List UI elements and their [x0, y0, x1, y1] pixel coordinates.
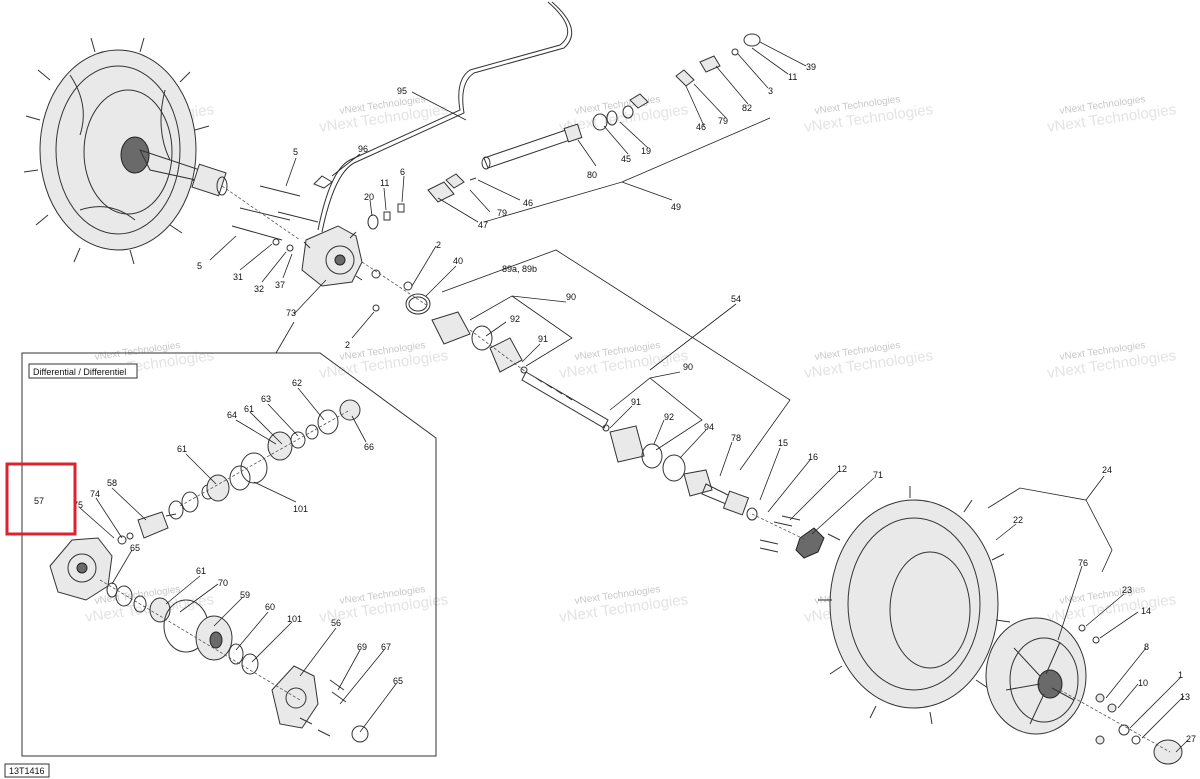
callout-label: 2: [345, 340, 350, 350]
ring-seal: [405, 293, 431, 315]
callout-label: 32: [254, 284, 264, 294]
callout-label: 45: [621, 154, 631, 164]
callout-label: 65: [393, 676, 403, 686]
callout-label: 12: [837, 464, 847, 474]
wheel-bottom-right: [818, 486, 1011, 725]
callout-label: 65: [130, 543, 140, 553]
callout-label: 71: [873, 470, 883, 480]
rim-bottom-right: [985, 617, 1087, 735]
callout-label: 69: [357, 642, 367, 652]
small-parts-housing: [367, 203, 413, 312]
callout-label: 54: [731, 294, 741, 304]
callout-label: 92: [664, 412, 674, 422]
callout-label: 79: [718, 116, 728, 126]
half-shaft-mid: [521, 371, 758, 521]
callout-label: 82: [742, 103, 752, 113]
callout-label: 10: [1138, 678, 1148, 688]
callout-label: 15: [778, 438, 788, 448]
callout-label: 5: [197, 261, 202, 271]
propeller-shaft: [427, 33, 761, 203]
callout-label: 11: [788, 72, 797, 82]
callout-label: 96: [358, 144, 368, 154]
callout-label: 23: [1122, 585, 1132, 595]
callout-label: 70: [218, 578, 228, 588]
callout-label: 76: [1078, 558, 1088, 568]
callout-label: 8: [1144, 642, 1149, 652]
callout-label: 64: [227, 410, 237, 420]
callout-label: 74: [90, 489, 100, 499]
callout-label: 13: [1180, 692, 1190, 702]
breather-hose: [317, 1, 573, 233]
callout-label: 78: [731, 433, 741, 443]
callouts-main: 95 96 5 11 6 20 31 32 37 5 2 40 73 2 79 …: [197, 62, 1196, 744]
callout-label: 40: [453, 256, 463, 266]
callout-label: 62: [292, 378, 302, 388]
callout-label: 6: [400, 167, 405, 177]
callout-label: 3: [768, 86, 773, 96]
callout-label: 73: [286, 308, 296, 318]
callout-label: 66: [364, 442, 374, 452]
leader-lines: [209, 41, 1189, 753]
callout-label: 24: [1102, 465, 1112, 475]
wheel-hardware: [1078, 624, 1183, 765]
callout-label: 80: [587, 170, 597, 180]
callout-label: 27: [1186, 734, 1196, 744]
callout-label: 67: [381, 642, 391, 652]
callout-label: 63: [261, 394, 271, 404]
clamp: [313, 175, 333, 189]
callout-label: 16: [808, 452, 818, 462]
callout-label: 49: [671, 202, 681, 212]
callout-label: 57: [34, 496, 44, 506]
callout-label: 94: [704, 422, 714, 432]
diagram-code: 13T1416: [9, 766, 45, 776]
callout-label: 2: [436, 240, 441, 250]
callout-label: 90: [683, 362, 693, 372]
callout-label: 61: [244, 404, 254, 414]
callout-label: 61: [196, 566, 206, 576]
callout-label: 56: [331, 618, 341, 628]
callout-label: 101: [287, 614, 302, 624]
callout-label: 46: [696, 122, 706, 132]
callout-label: 75: [73, 500, 83, 510]
callout-label: 11: [380, 178, 389, 188]
callout-label: 20: [364, 192, 374, 202]
differential-housing-main: [301, 225, 363, 287]
callout-label: 101: [293, 504, 308, 514]
callout-label: 58: [107, 478, 117, 488]
callout-label: 90: [566, 292, 576, 302]
callout-label: 92: [510, 314, 520, 324]
callout-label: 61: [177, 444, 187, 454]
callout-label: 59: [240, 590, 250, 600]
callout-label: 37: [275, 280, 285, 290]
hub-and-studs: [759, 515, 825, 559]
diagram-code-box: [4, 763, 50, 778]
bolts-set: [231, 185, 319, 252]
callout-label: 31: [233, 272, 243, 282]
callout-label: 22: [1013, 515, 1023, 525]
wheel-top-left: [23, 37, 228, 265]
half-shaft-upper: [431, 311, 528, 374]
inset-title: Differential / Differentiel: [33, 367, 126, 377]
callout-label: 95: [397, 86, 407, 96]
ring-seal-inner: [408, 296, 428, 312]
callout-label: 19: [641, 146, 651, 156]
inset-title-box: [28, 363, 138, 379]
callout-label: 46: [523, 198, 533, 208]
callout-label: 79: [497, 208, 507, 218]
callout-label: 1: [1178, 670, 1183, 680]
differential-inset: Differential / Differentiel: [5, 321, 437, 757]
callout-label: 5: [293, 147, 298, 157]
callout-label: 89a, 89b: [502, 264, 537, 274]
watermarks: vNext Technologies vNext Technologies vN…: [84, 94, 1177, 626]
callout-label: 14: [1141, 606, 1151, 616]
callout-label: 91: [631, 397, 641, 407]
highlight-box: [5, 462, 77, 536]
callout-label: 91: [538, 334, 548, 344]
callout-label: 39: [806, 62, 816, 72]
callout-label: 60: [265, 602, 275, 612]
callout-label: 47: [478, 220, 488, 230]
